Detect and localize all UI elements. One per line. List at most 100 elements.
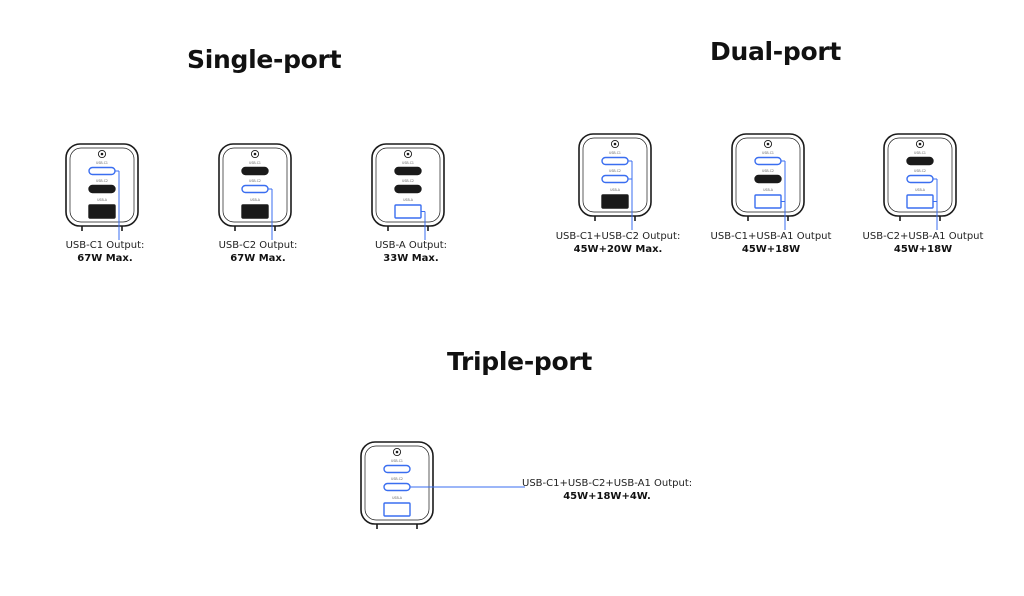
caption-usb-c1-a1: USB-C1+USB-A1 Output 45W+18W	[701, 230, 841, 256]
port-usb-c1	[601, 156, 629, 166]
circular-logo-icon	[250, 149, 260, 159]
port-label: USB-A	[403, 198, 414, 202]
port-label: USB-C2	[391, 477, 403, 481]
port-label: USB-A	[610, 188, 621, 192]
caption-value: 67W Max.	[77, 253, 133, 264]
caption-label: USB-C1+USB-C2 Output:	[555, 231, 681, 242]
port-label: USB-A	[97, 198, 108, 202]
port-label: USB-C1	[96, 161, 108, 165]
circular-logo-icon	[915, 139, 925, 149]
charger-face	[375, 147, 441, 223]
caption-label: USB-C2 Output:	[218, 240, 298, 251]
circular-logo-icon	[392, 447, 402, 457]
port-usb-c1	[394, 166, 422, 176]
dual-port-title: Dual-port	[710, 37, 842, 66]
port-label: USB-A	[250, 198, 261, 202]
charger-face	[69, 147, 135, 223]
caption-label: USB-A Output:	[374, 240, 448, 251]
charger-face	[582, 137, 648, 213]
port-usb-a	[906, 194, 934, 209]
caption-value: 45W+18W	[741, 244, 801, 255]
port-label: USB-C2	[914, 169, 926, 173]
caption-usb-a: USB-A Output: 33W Max.	[346, 239, 476, 265]
caption-label: USB-C1 Output:	[65, 240, 145, 251]
port-label: USB-C1	[402, 161, 414, 165]
port-label: USB-C2	[249, 179, 261, 183]
charger-face	[887, 137, 953, 213]
single-port-title: Single-port	[187, 45, 342, 74]
circular-logo-icon	[610, 139, 620, 149]
port-usb-c1	[241, 166, 269, 176]
port-usb-a	[394, 204, 422, 219]
logo-dot	[100, 152, 104, 156]
port-usb-a	[754, 194, 782, 209]
caption-label: USB-C2+USB-A1 Output	[862, 231, 984, 242]
logo-dot	[253, 152, 257, 156]
port-usb-c2	[601, 174, 629, 184]
port-usb-a	[601, 194, 629, 209]
logo-dot	[395, 450, 399, 454]
port-usb-a	[88, 204, 116, 219]
caption-usb-c2-a1: USB-C2+USB-A1 Output 45W+18W	[853, 230, 993, 256]
port-usb-a	[241, 204, 269, 219]
caption-usb-c1-c2-a1: USB-C1+USB-C2+USB-A1 Output: 45W+18W+4W.	[522, 477, 692, 503]
port-usb-c2	[394, 184, 422, 194]
port-usb-c2	[754, 174, 782, 184]
logo-dot	[406, 152, 410, 156]
port-label: USB-C2	[96, 179, 108, 183]
triple-port-title: Triple-port	[447, 347, 593, 376]
port-usb-c1	[383, 464, 411, 474]
circular-logo-icon	[97, 149, 107, 159]
caption-value: 45W+18W	[893, 244, 953, 255]
port-label: USB-C1	[609, 151, 621, 155]
caption-label: USB-C1+USB-A1 Output	[710, 231, 832, 242]
logo-dot	[766, 142, 770, 146]
port-label: USB-C1	[249, 161, 261, 165]
charger-face	[222, 147, 288, 223]
port-label: USB-C2	[609, 169, 621, 173]
port-label: USB-A	[915, 188, 926, 192]
port-label: USB-C1	[914, 151, 926, 155]
port-label: USB-A	[392, 496, 403, 500]
port-usb-c1	[906, 156, 934, 166]
port-usb-c2	[383, 482, 411, 492]
circular-logo-icon	[763, 139, 773, 149]
caption-label: USB-C1+USB-C2+USB-A1 Output:	[522, 478, 693, 489]
caption-value: 45W+20W Max.	[573, 244, 663, 255]
caption-value: 45W+18W+4W.	[563, 491, 651, 502]
caption-usb-c1-c2: USB-C1+USB-C2 Output: 45W+20W Max.	[548, 230, 688, 256]
charger-face	[735, 137, 801, 213]
port-usb-c2	[88, 184, 116, 194]
caption-value: 33W Max.	[383, 253, 439, 264]
charger-face	[364, 445, 430, 521]
circular-logo-icon	[403, 149, 413, 159]
logo-dot	[918, 142, 922, 146]
caption-usb-c2: USB-C2 Output: 67W Max.	[193, 239, 323, 265]
port-usb-c2	[241, 184, 269, 194]
port-label: USB-A	[763, 188, 774, 192]
port-label: USB-C2	[402, 179, 414, 183]
caption-usb-c1: USB-C1 Output: 67W Max.	[40, 239, 170, 265]
port-label: USB-C1	[762, 151, 774, 155]
port-usb-c1	[754, 156, 782, 166]
port-label: USB-C1	[391, 459, 403, 463]
caption-value: 67W Max.	[230, 253, 286, 264]
port-usb-c1	[88, 166, 116, 176]
port-usb-c2	[906, 174, 934, 184]
logo-dot	[613, 142, 617, 146]
port-usb-a	[383, 502, 411, 517]
